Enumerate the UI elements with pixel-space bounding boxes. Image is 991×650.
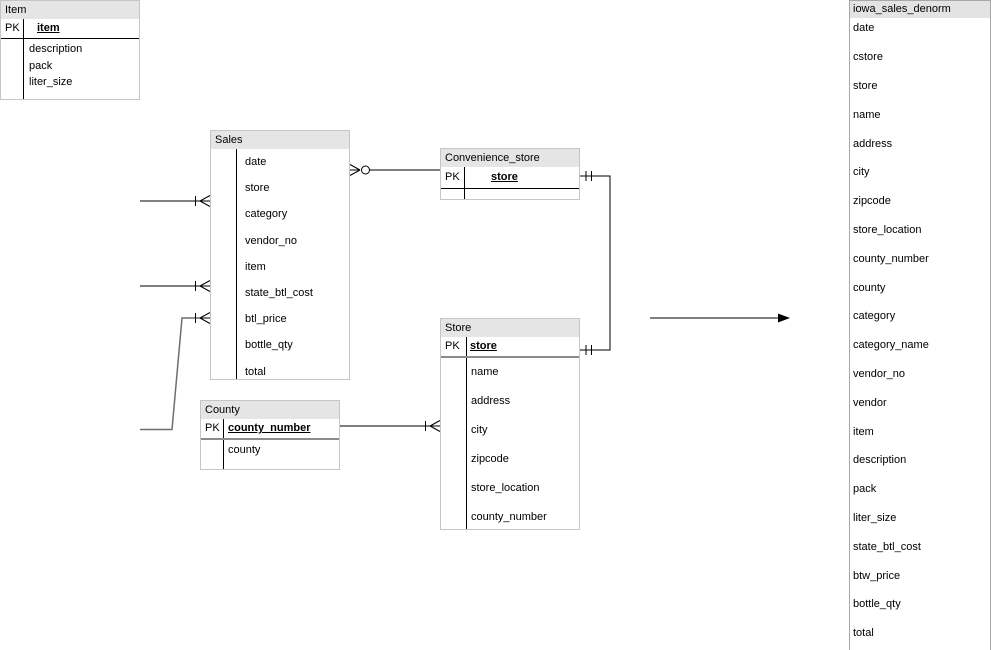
pk-label: PK (5, 22, 20, 34)
pk-field-county_number: county_number (228, 422, 311, 434)
field-item: item (245, 260, 266, 273)
pk-label: PK (205, 422, 220, 434)
field-state_btl_cost: state_btl_cost (245, 287, 313, 300)
pk-column-divider (236, 149, 237, 379)
field-address: address (853, 137, 893, 150)
field-pack: pack (29, 59, 53, 72)
field-total: total (245, 365, 266, 378)
field-date: date (853, 22, 875, 35)
entity-convenience-store-title: Convenience_store (441, 149, 579, 167)
field-category: category (245, 208, 288, 221)
field-cstore: cstore (853, 51, 883, 64)
one-tick (585, 345, 592, 355)
pk-row: PK item (1, 19, 139, 39)
pk-field-store: store (470, 340, 497, 352)
field-pack: pack (853, 483, 877, 496)
field-name: name (471, 366, 499, 379)
denormalization-arrow (650, 313, 790, 323)
field-btl_price: btl_price (245, 313, 287, 326)
pk-label: PK (445, 171, 460, 183)
rel-sales-convenience-zero-or-many (349, 164, 440, 176)
pk-column-divider (466, 337, 467, 529)
field-vendor_no: vendor_no (245, 234, 297, 247)
field-category: category (853, 310, 896, 323)
field-description: description (29, 43, 83, 56)
many-crowfoot-icon (199, 312, 211, 324)
pk-row: PK county_number (201, 419, 339, 440)
rel-convenience-store-one-to-one (580, 171, 611, 355)
field-county_number: county_number (853, 252, 929, 265)
field-state_btl_cost: state_btl_cost (853, 540, 921, 553)
many-crowfoot-icon (349, 164, 361, 176)
entity-item[interactable]: Item PK item description pack liter_size (0, 0, 140, 100)
pk-column-divider (223, 419, 224, 469)
field-county_number: county_number (471, 510, 547, 523)
pk-row: PK store (441, 167, 579, 189)
many-crowfoot-icon (199, 280, 211, 292)
rel-item-sales-one-to-many (140, 312, 211, 431)
field-city: city (471, 424, 488, 437)
pk-field-item: item (37, 22, 60, 34)
field-store: store (853, 79, 878, 92)
field-liter_size: liter_size (853, 511, 897, 524)
field-city: city (853, 166, 870, 179)
field-vendor: vendor (853, 396, 887, 409)
many-crowfoot-icon (199, 195, 211, 207)
field-zipcode: zipcode (471, 453, 509, 466)
field-liter_size: liter_size (29, 76, 73, 89)
pk-field-store: store (491, 171, 518, 183)
field-store_location: store_location (853, 223, 922, 236)
field-item: item (853, 425, 874, 438)
rel-county-store-one-to-many (340, 420, 441, 432)
zero-circle-icon (361, 165, 370, 175)
entity-item-title: Item (1, 1, 139, 19)
pk-row: PK store (441, 337, 579, 358)
rel-category-sales-one-to-many (140, 195, 211, 207)
field-vendor_no: vendor_no (853, 367, 905, 380)
entity-iowa-sales-denorm-title: iowa_sales_denorm (850, 1, 990, 18)
field-bottle_qty: bottle_qty (853, 598, 901, 611)
field-name: name (853, 108, 881, 121)
entity-county[interactable]: County PK county_number county (200, 400, 340, 470)
field-county: county (853, 281, 886, 294)
arrowhead-icon (778, 313, 790, 323)
entity-sales[interactable]: Sales date store category vendor_no item… (210, 130, 350, 380)
pk-column-divider (464, 167, 465, 199)
field-zipcode: zipcode (853, 195, 891, 208)
entity-sales-title: Sales (211, 131, 349, 149)
field-store_location: store_location (471, 482, 540, 494)
field-store: store (245, 182, 270, 195)
rel-vendor-sales-one-to-many (140, 280, 211, 292)
field-btw_price: btw_price (853, 569, 901, 582)
field-description: description (853, 454, 907, 467)
entity-iowa-sales-denorm[interactable]: iowa_sales_denorm date cstore store name… (849, 0, 991, 650)
one-tick (585, 171, 592, 181)
field-category_name: category_name (853, 339, 929, 352)
field-bottle_qty: bottle_qty (245, 339, 293, 352)
entity-county-title: County (201, 401, 339, 419)
pk-column-divider (23, 19, 24, 99)
field-date: date (245, 156, 267, 169)
entity-store-title: Store (441, 319, 579, 337)
many-crowfoot-icon (429, 420, 441, 432)
field-address: address (471, 395, 511, 408)
entity-convenience-store[interactable]: Convenience_store PK store (440, 148, 580, 200)
entity-store[interactable]: Store PK store name address city zipcode… (440, 318, 580, 530)
field-county: county (228, 444, 261, 456)
field-total: total (853, 627, 874, 640)
pk-label: PK (445, 340, 460, 352)
